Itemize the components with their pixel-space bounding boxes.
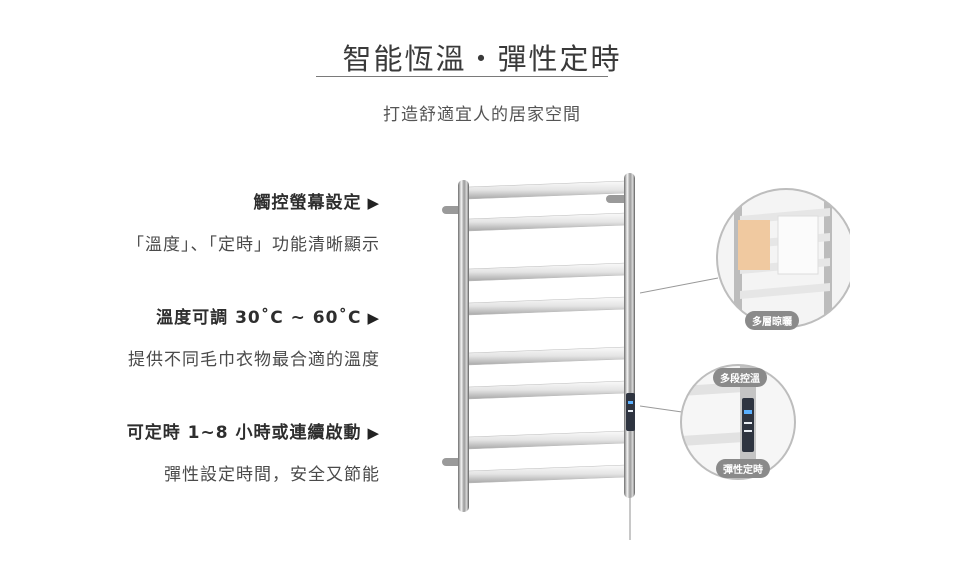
callout-timer-label: 彈性定時	[716, 459, 770, 478]
play-arrow-icon: ▶	[367, 424, 380, 442]
towel-white	[777, 215, 819, 275]
page-subtitle: 打造舒適宜人的居家空間	[383, 105, 581, 125]
feature-heading-text: 觸控螢幕設定	[253, 193, 362, 213]
feature-heading: 溫度可調 30˚C ~ 60˚C ▶	[128, 303, 380, 328]
feature-heading: 觸控螢幕設定 ▶	[127, 188, 380, 213]
page-title: 智能恆溫・彈性定時	[342, 42, 622, 76]
feature-description: 提供不同毛巾衣物最合適的溫度	[128, 350, 380, 370]
feature-heading: 可定時 1~8 小時或連續啟動 ▶	[127, 418, 380, 443]
play-arrow-icon: ▶	[367, 309, 380, 327]
zoom-multi-layer	[717, 189, 850, 327]
callout-multi-temp-label: 多段控溫	[713, 368, 767, 387]
leader-line	[640, 405, 683, 413]
feature-touch-screen: 觸控螢幕設定 ▶ 「溫度」、「定時」功能清晰顯示	[127, 188, 380, 255]
right-pole	[624, 173, 635, 498]
zoom-callouts	[640, 188, 850, 480]
rack-bars	[467, 180, 627, 484]
feature-heading-text: 可定時 1~8 小時或連續啟動	[126, 423, 362, 443]
leader-line	[640, 277, 719, 294]
play-arrow-icon: ▶	[367, 194, 380, 212]
feature-timer: 可定時 1~8 小時或連續啟動 ▶ 彈性設定時間，安全又節能	[127, 418, 380, 485]
towel-peach	[738, 220, 770, 270]
towel-warmer-image	[442, 173, 635, 540]
feature-description: 彈性設定時間，安全又節能	[164, 465, 380, 485]
left-pole	[458, 180, 469, 512]
feature-temperature-range: 溫度可調 30˚C ~ 60˚C ▶ 提供不同毛巾衣物最合適的溫度	[128, 303, 380, 370]
feature-description: 「溫度」、「定時」功能清晰顯示	[127, 235, 380, 255]
callout-multi-layer-label: 多層晾曬	[745, 311, 799, 330]
title-underline	[316, 76, 608, 77]
wall-bracket	[606, 195, 628, 203]
feature-heading-text: 溫度可調 30˚C ~ 60˚C	[156, 308, 362, 328]
